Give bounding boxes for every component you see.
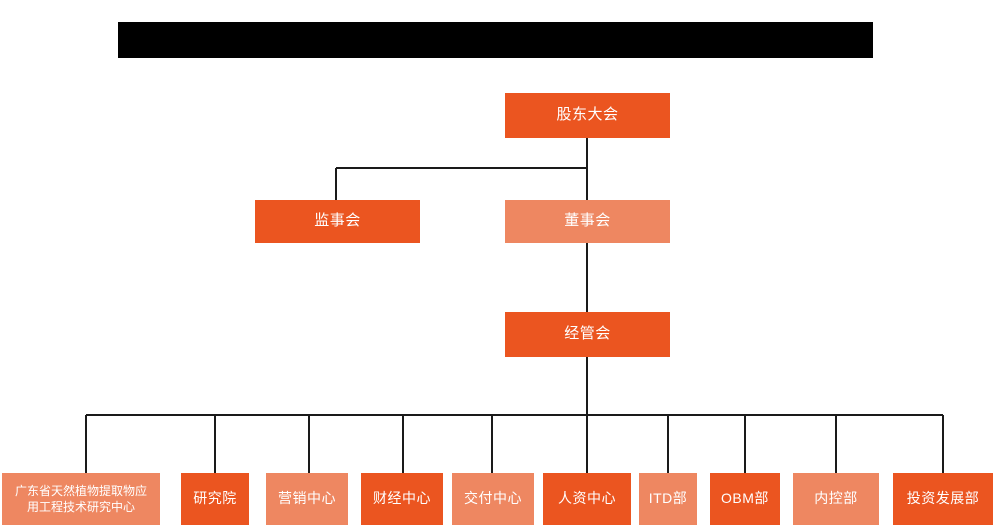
org-node-label: 人资中心: [558, 490, 616, 507]
title-banner-redacted: [118, 22, 873, 58]
org-node-gd-research-center[interactable]: 广东省天然植物提取物应 用工程技术研究中心: [2, 473, 160, 525]
org-node-label: 营销中心: [278, 490, 336, 507]
org-node-label: OBM部: [721, 490, 769, 507]
org-node-itd-dept[interactable]: ITD部: [639, 473, 697, 525]
org-node-hr-center[interactable]: 人资中心: [543, 473, 631, 525]
org-node-label: 广东省天然植物提取物应 用工程技术研究中心: [15, 483, 147, 515]
org-node-label: ITD部: [648, 490, 688, 507]
org-node-delivery-center[interactable]: 交付中心: [452, 473, 534, 525]
org-node-investment-dev-dept[interactable]: 投资发展部: [893, 473, 993, 525]
org-node-internal-control-dept[interactable]: 内控部: [793, 473, 879, 525]
org-node-label: 研究院: [193, 490, 237, 507]
org-node-management[interactable]: 经管会: [505, 312, 670, 357]
org-node-label: 交付中心: [464, 490, 522, 507]
org-node-directors[interactable]: 董事会: [505, 200, 670, 243]
org-node-label: 监事会: [314, 212, 361, 230]
org-node-shareholders[interactable]: 股东大会: [505, 93, 670, 138]
org-node-label-line1: 广东省天然植物提取物应: [14, 483, 147, 498]
org-node-label-line2: 用工程技术研究中心: [26, 500, 135, 514]
org-node-supervisors[interactable]: 监事会: [255, 200, 420, 243]
org-node-research-institute[interactable]: 研究院: [181, 473, 249, 525]
org-node-label: 投资发展部: [906, 490, 980, 507]
org-node-obm-dept[interactable]: OBM部: [710, 473, 780, 525]
org-node-finance-center[interactable]: 财经中心: [361, 473, 443, 525]
org-node-label: 财经中心: [373, 490, 431, 507]
org-node-label: 股东大会: [556, 106, 619, 124]
org-node-label: 内控部: [814, 490, 858, 507]
org-node-marketing-center[interactable]: 营销中心: [266, 473, 348, 525]
org-node-label: 经管会: [564, 325, 611, 343]
org-node-label: 董事会: [564, 212, 611, 230]
